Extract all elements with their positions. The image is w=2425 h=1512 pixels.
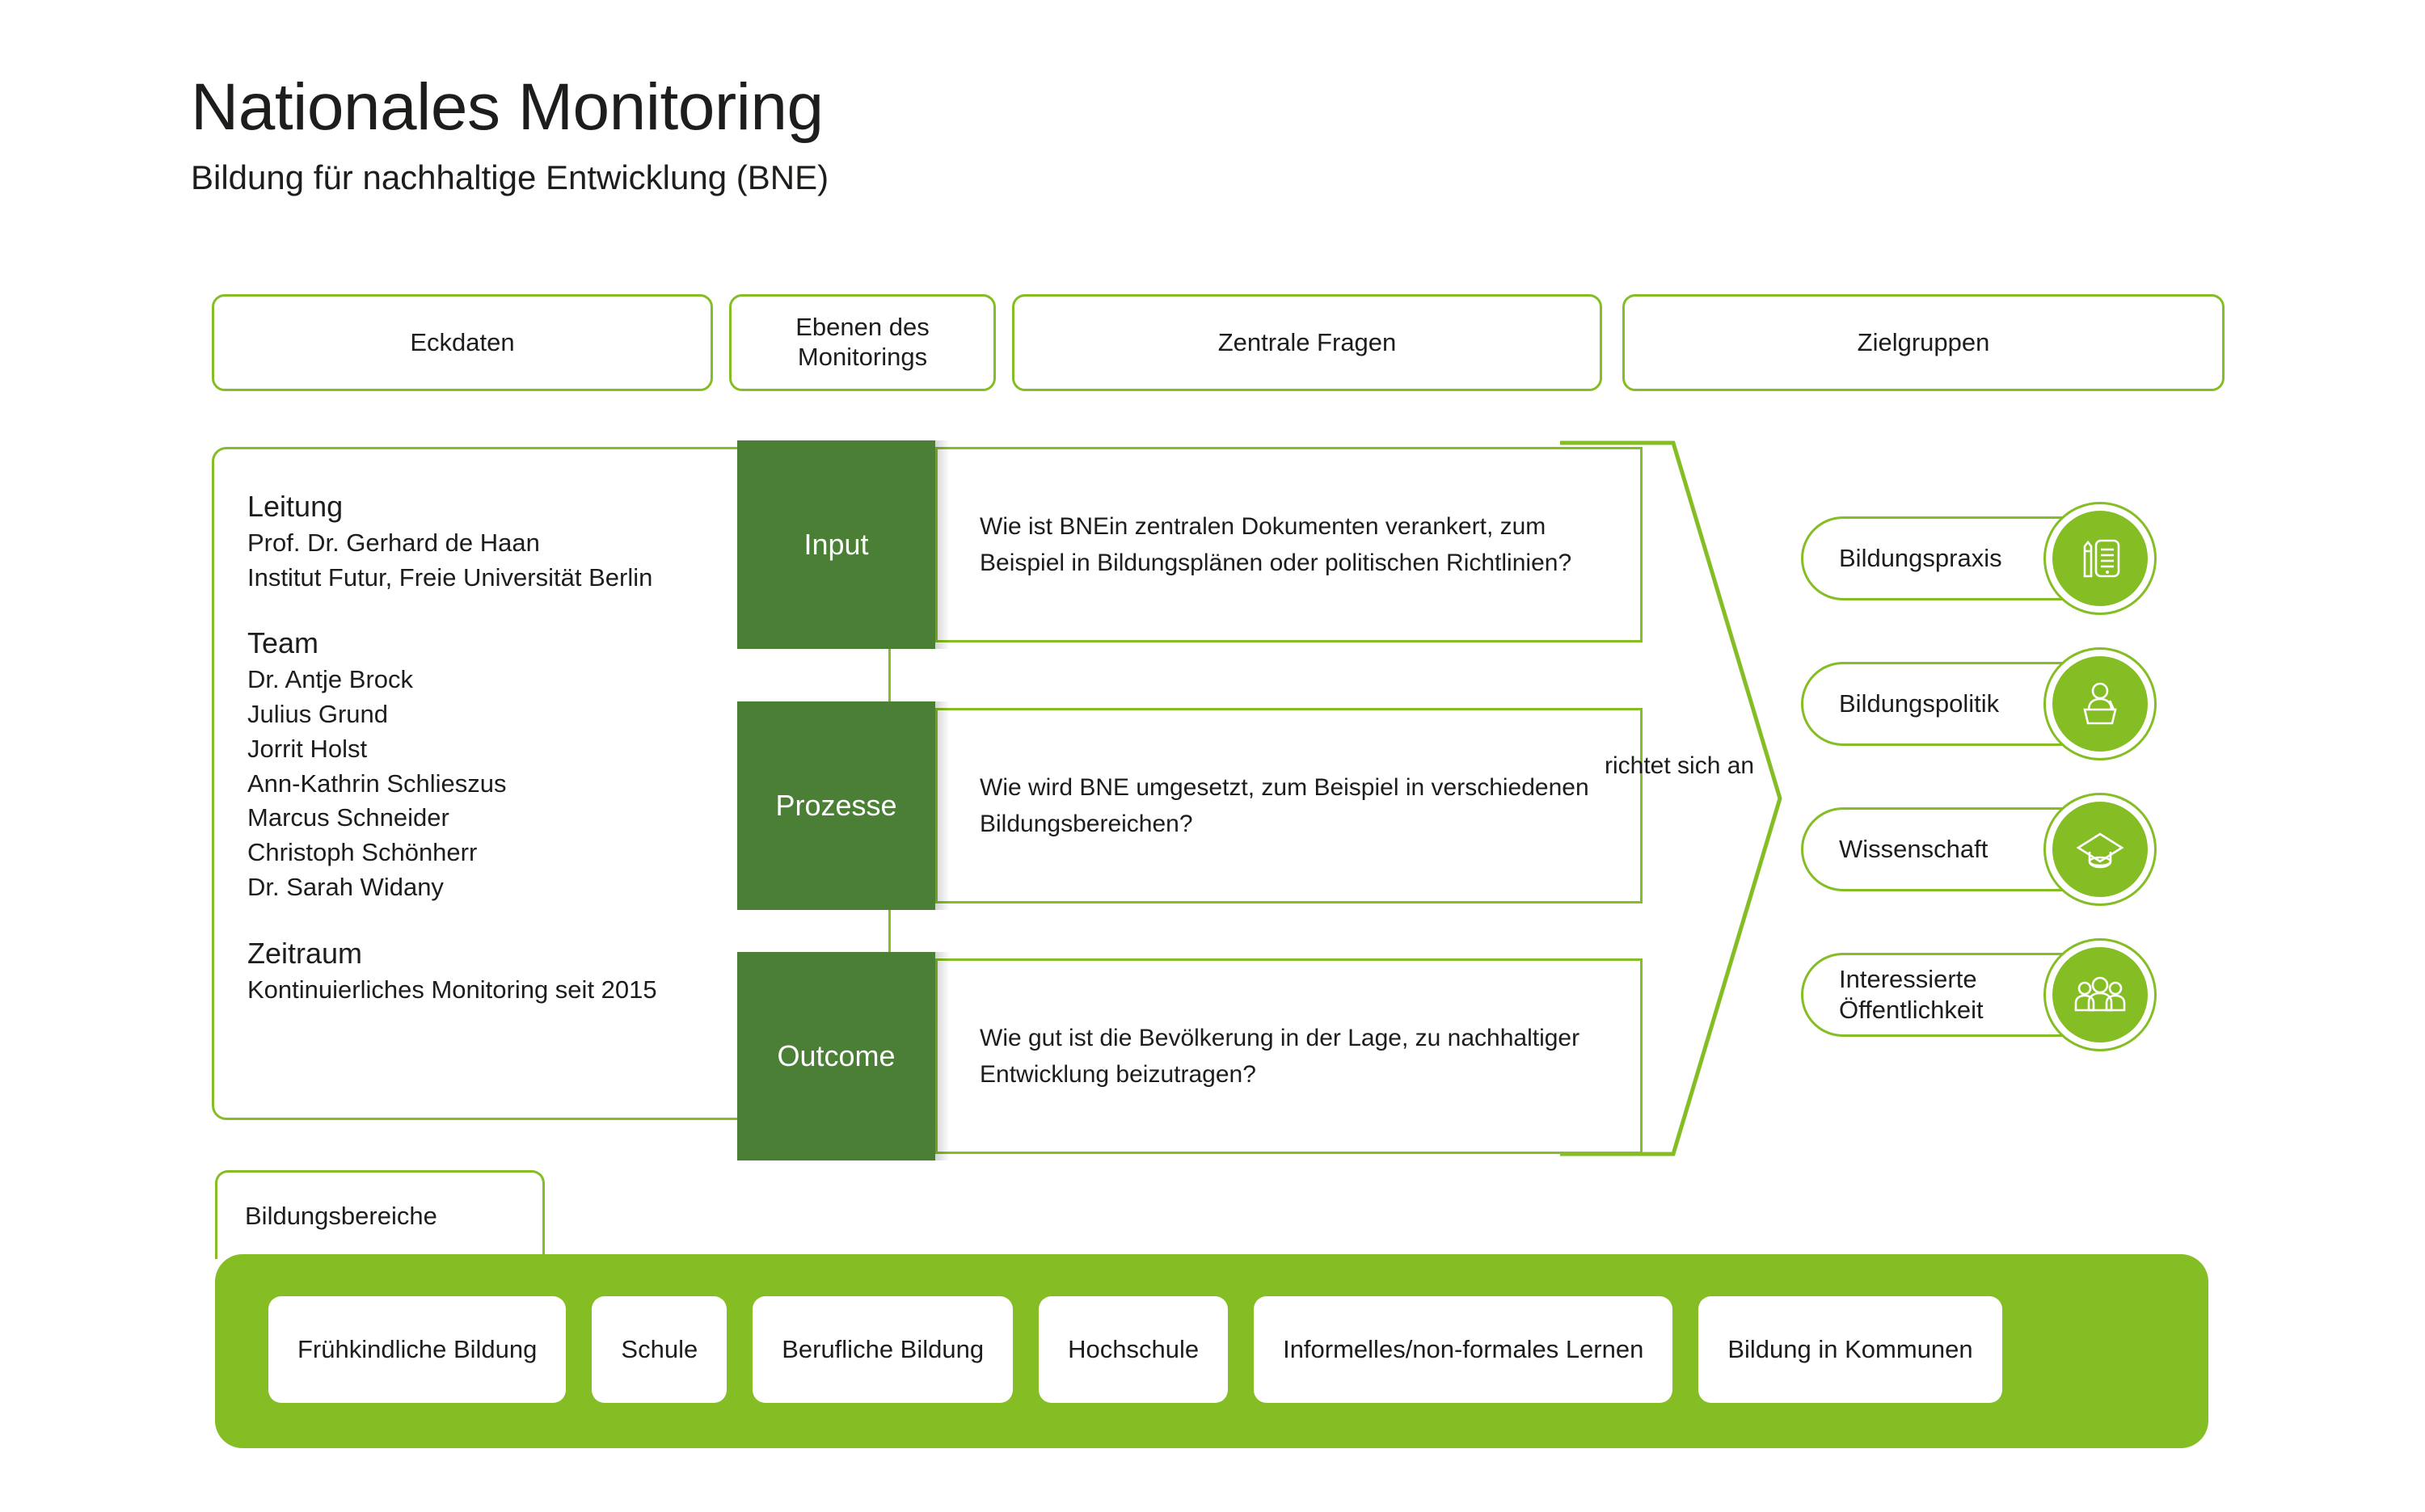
level-question-card: Wie ist BNEin zentralen Dokumenten veran…: [935, 447, 1643, 642]
target-pill-label: Wissenschaft: [1839, 835, 1988, 864]
info-group-team: Team Dr. Antje Brock Julius Grund Jorrit…: [247, 625, 797, 904]
page-title: Nationales Monitoring: [191, 70, 824, 144]
header-tab-zentrale-fragen[interactable]: Zentrale Fragen: [1012, 294, 1602, 391]
level-question-text: Wie gut ist die Bevölkerung in der Lage,…: [980, 1025, 1580, 1088]
info-line: Marcus Schneider: [247, 803, 449, 832]
area-pill-informelles-non-formales-lernen[interactable]: Informelles/non-formales Lernen: [1254, 1296, 1673, 1403]
level-question-card: Wie wird BNE umgesetzt, zum Beispiel in …: [935, 708, 1643, 903]
target-pill-label: Bildungspraxis: [1839, 544, 2002, 573]
info-line: Ann-Kathrin Schlieszus: [247, 769, 507, 798]
eckdaten-content: Leitung Prof. Dr. Gerhard de Haan Instit…: [247, 489, 797, 1007]
graduation-cap-icon: [2052, 802, 2148, 897]
info-group-leitung: Leitung Prof. Dr. Gerhard de Haan Instit…: [247, 489, 797, 595]
info-heading: Team: [247, 626, 319, 660]
header-tab-ebenen-des-monitorings[interactable]: Ebenen des Monitorings: [729, 294, 996, 391]
document-pencil-icon: [2052, 511, 2148, 606]
area-pill-bildung-in-kommunen[interactable]: Bildung in Kommunen: [1698, 1296, 2002, 1403]
info-line: Institut Futur, Freie Universität Berlin: [247, 562, 653, 592]
level-tag-input: Input: [737, 440, 935, 649]
info-heading: Zeitraum: [247, 936, 363, 970]
info-line: Jorrit Holst: [247, 734, 368, 763]
level-row-prozesse: Wie wird BNE umgesetzt, zum Beispiel in …: [737, 701, 1643, 910]
info-group-zeitraum: Zeitraum Kontinuierliches Monitoring sei…: [247, 936, 797, 1008]
people-group-icon: [2052, 947, 2148, 1042]
info-line: Dr. Antje Brock: [247, 665, 414, 694]
bildungsbereiche-pill-row: Frühkindliche Bildung Schule Berufliche …: [215, 1296, 2208, 1403]
area-pill-berufliche-bildung[interactable]: Berufliche Bildung: [753, 1296, 1014, 1403]
bildungsbereiche-tab-label: Bildungsbereiche: [245, 1201, 437, 1230]
header-tab-zielgruppen[interactable]: Zielgruppen: [1622, 294, 2225, 391]
level-question-card: Wie gut ist die Bevölkerung in der Lage,…: [935, 958, 1643, 1154]
header-tab-eckdaten[interactable]: Eckdaten: [212, 294, 713, 391]
connector-label: richtet sich an: [1605, 752, 1755, 779]
target-pill-label: Bildungspolitik: [1839, 689, 2000, 718]
info-line: Christoph Schönherr: [247, 838, 478, 867]
info-line: Kontinuierliches Monitoring seit 2015: [247, 975, 657, 1004]
level-row-outcome: Wie gut ist die Bevölkerung in der Lage,…: [737, 952, 1643, 1160]
richtet-sich-an-arrow-icon: [1560, 440, 1782, 1156]
person-at-lectern-icon: [2052, 656, 2148, 752]
level-row-input: Wie ist BNEin zentralen Dokumenten veran…: [737, 440, 1643, 649]
info-line: Dr. Sarah Widany: [247, 872, 444, 901]
target-pill-label: Interessierte Öffentlichkeit: [1839, 965, 1984, 1024]
level-tag-outcome: Outcome: [737, 952, 935, 1160]
bildungsbereiche-tab: Bildungsbereiche: [215, 1170, 545, 1259]
info-line: Prof. Dr. Gerhard de Haan: [247, 528, 540, 557]
area-pill-hochschule[interactable]: Hochschule: [1039, 1296, 1229, 1403]
info-heading: Leitung: [247, 490, 344, 523]
area-pill-fruehkindliche-bildung[interactable]: Frühkindliche Bildung: [268, 1296, 567, 1403]
level-tag-prozesse: Prozesse: [737, 701, 935, 910]
page-subtitle: Bildung für nachhaltige Entwicklung (BNE…: [191, 158, 829, 196]
level-question-text: Wie ist BNEin zentralen Dokumenten veran…: [980, 513, 1572, 576]
header-tab-row: Eckdaten Ebenen des Monitorings Zentrale…: [212, 294, 2225, 391]
title-block: Nationales Monitoring Bildung für nachha…: [191, 74, 829, 195]
area-pill-schule[interactable]: Schule: [592, 1296, 728, 1403]
level-question-text: Wie wird BNE umgesetzt, zum Beispiel in …: [980, 774, 1589, 837]
info-line: Julius Grund: [247, 700, 389, 729]
